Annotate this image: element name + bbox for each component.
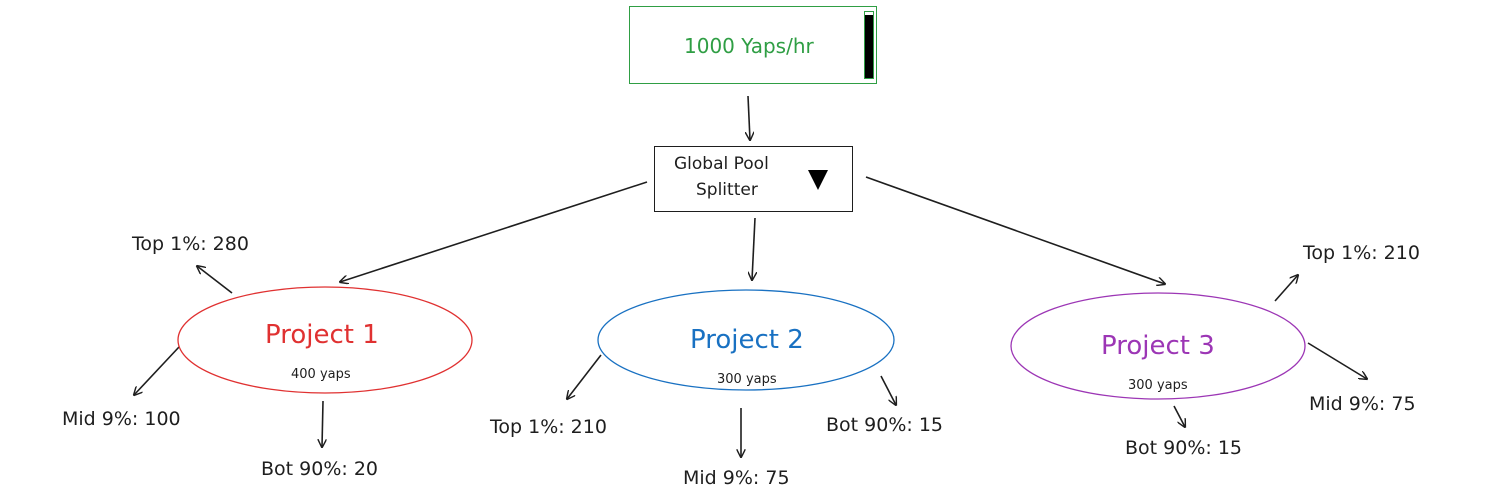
project-1-ellipse — [177, 286, 473, 394]
arrow-splitter-to-project-3 — [865, 176, 1165, 284]
arrow-project-3-top — [1274, 275, 1298, 302]
project-2-mid-tier: Mid 9%: 75 — [683, 467, 790, 489]
project-1-mid-tier: Mid 9%: 100 — [62, 408, 181, 430]
arrow-project-2-top — [567, 354, 602, 399]
arrow-splitter-to-project-1 — [340, 181, 648, 282]
project-1-bot-tier: Bot 90%: 20 — [261, 458, 378, 480]
project-1-name: Project 1 — [265, 320, 379, 350]
project-2-ellipse — [597, 289, 895, 391]
arrow-project-2-bot — [880, 375, 896, 405]
project-3-ellipse — [1010, 292, 1306, 400]
arrow-source-to-splitter — [748, 95, 750, 140]
rate-level-meter — [864, 11, 874, 79]
global-pool-splitter-box[interactable] — [654, 146, 853, 212]
source-rate-label: 1000 Yaps/hr — [684, 34, 814, 58]
project-2-name: Project 2 — [690, 325, 804, 355]
arrow-project-1-top — [197, 266, 233, 294]
splitter-label-line2: Splitter — [696, 180, 758, 200]
project-3-mid-tier: Mid 9%: 75 — [1309, 393, 1416, 415]
project-1-amount: 400 yaps — [291, 367, 351, 382]
source-node-box — [629, 6, 877, 84]
arrow-project-1-mid — [134, 346, 180, 395]
project-2-top-tier: Top 1%: 210 — [490, 416, 607, 438]
project-2-amount: 300 yaps — [717, 372, 777, 387]
project-3-amount: 300 yaps — [1128, 378, 1188, 393]
triangle-down-icon[interactable] — [808, 170, 828, 190]
project-3-top-tier: Top 1%: 210 — [1303, 242, 1420, 264]
project-3-bot-tier: Bot 90%: 15 — [1125, 437, 1242, 459]
rate-level-fill — [865, 15, 873, 78]
project-1-top-tier: Top 1%: 280 — [132, 233, 249, 255]
arrow-project-1-bot — [322, 400, 323, 447]
project-3-name: Project 3 — [1101, 331, 1215, 361]
splitter-label-line1: Global Pool — [674, 154, 769, 174]
arrow-splitter-to-project-2 — [752, 217, 755, 280]
project-2-bot-tier: Bot 90%: 15 — [826, 414, 943, 436]
arrow-project-3-bot — [1173, 405, 1185, 427]
arrow-project-3-mid — [1307, 342, 1367, 379]
